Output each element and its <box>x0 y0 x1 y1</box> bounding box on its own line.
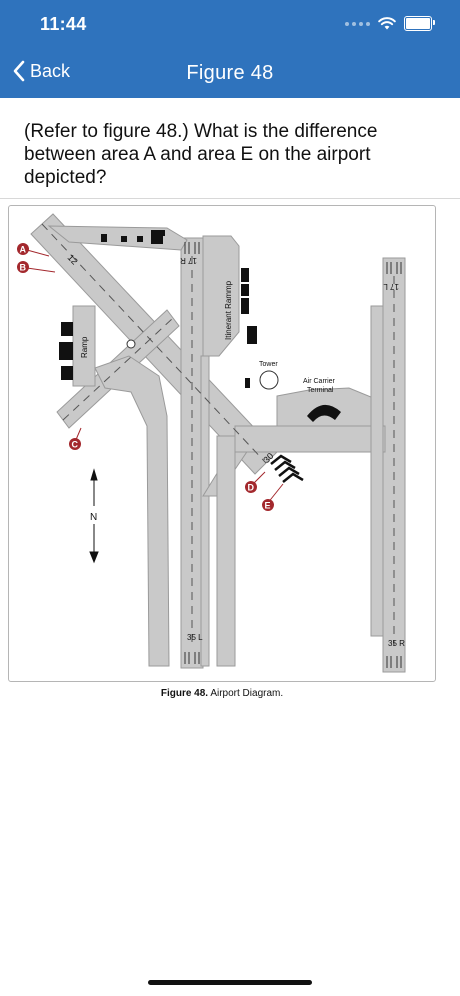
battery-icon <box>404 16 435 31</box>
marker-b-label: B <box>20 263 27 273</box>
area-markers: A B C D E <box>17 243 284 511</box>
cellular-signal-icon <box>345 21 370 26</box>
question-text: (Refer to figure 48.) What is the differ… <box>24 121 378 188</box>
overrun-chevrons <box>270 454 304 483</box>
ramp-label: Ramp <box>80 336 89 358</box>
figure-caption: Figure 48. Airport Diagram. <box>0 688 444 699</box>
status-time: 11:44 <box>40 14 87 34</box>
taxiway-inner <box>200 355 210 667</box>
tower-label: Tower <box>259 361 278 368</box>
runway-centerlines <box>41 223 395 646</box>
marker-d-label: D <box>248 483 255 493</box>
wifi-icon <box>378 17 396 30</box>
divider <box>0 198 460 199</box>
terminal-label-1: Air Carrier <box>303 378 336 385</box>
back-label: Back <box>30 60 71 81</box>
threshold-markings <box>184 242 402 668</box>
figure-caption-number: Figure 48. <box>160 688 209 699</box>
chevron-left-icon <box>13 60 25 82</box>
taxiway-terminal-connector <box>234 425 386 453</box>
ramp-tie-down <box>126 339 136 349</box>
marker-a-label: A <box>20 245 27 255</box>
marker-b: B <box>17 261 29 273</box>
marker-e-label: E <box>265 501 271 511</box>
back-button[interactable]: Back <box>12 60 70 82</box>
north-label: N <box>90 512 97 523</box>
diagram-labels: 12 17 R 17 L 35 L 35 R 30 Ramp Itinerant… <box>66 252 406 648</box>
runway-35l-label: 35 L <box>187 633 203 642</box>
marker-e: E <box>262 499 274 511</box>
marker-c-label: C <box>72 440 79 450</box>
marker-d: D <box>245 481 257 493</box>
runway-35r-label: 35 R <box>388 639 405 648</box>
buildings <box>59 230 341 422</box>
taxiway-loop <box>94 355 170 667</box>
runway-17r-label: 17 R <box>180 256 197 265</box>
taxiway-parallel-west <box>216 435 236 667</box>
status-icons <box>345 16 435 31</box>
itinerant-ramp-label: Itinerant Rammp <box>224 280 233 340</box>
figure-caption-text: Airport Diagram. <box>210 688 284 699</box>
tower-symbol <box>259 370 279 390</box>
taxiway-parallel-east <box>370 305 384 637</box>
nav-title: Figure 48 <box>186 62 274 84</box>
terminal-label-2: Terminal <box>307 387 334 394</box>
home-indicator[interactable] <box>148 980 312 985</box>
pavement <box>30 213 406 673</box>
runway-17l-label: 17 L <box>383 282 399 291</box>
airport-diagram: 12 17 R 17 L 35 L 35 R 30 Ramp Itinerant… <box>17 213 406 673</box>
marker-a: A <box>17 243 29 255</box>
north-arrow-icon <box>89 468 99 564</box>
marker-c: C <box>69 438 81 450</box>
air-carrier-terminal-building <box>307 404 341 422</box>
airport-diagram-figure[interactable]: 12 17 R 17 L 35 L 35 R 30 Ramp Itinerant… <box>8 205 436 682</box>
navigation-bar: 11:44 Back Figure 48 <box>0 0 460 98</box>
itinerant-ramp-area <box>202 235 240 357</box>
